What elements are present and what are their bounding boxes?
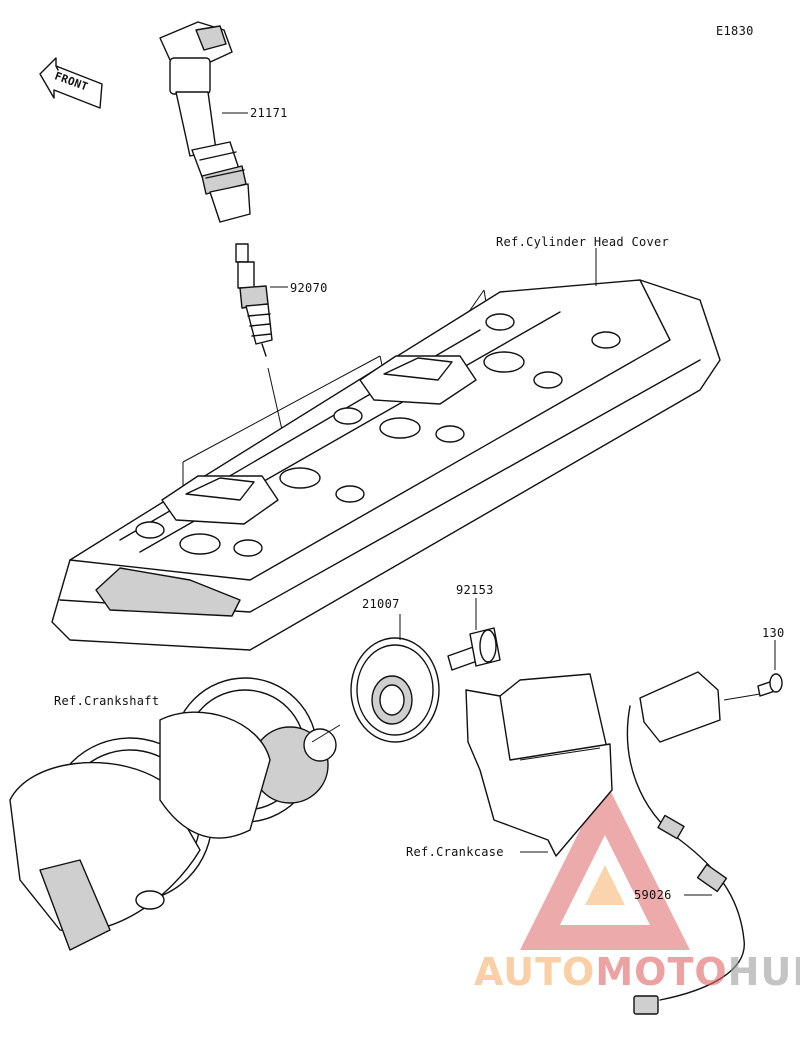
crankcase-drawing	[465, 673, 613, 857]
label-leader-lines	[222, 112, 776, 896]
crankshaft-sensor-drawing	[626, 671, 745, 1015]
watermark-part1: AUTO	[474, 950, 596, 994]
watermark-part2: MOTO	[595, 950, 728, 994]
ignition-coil-drawing	[159, 21, 251, 223]
watermark-logo-triangle	[520, 780, 690, 950]
part-label-59026: 59026	[634, 888, 672, 902]
front-arrow-icon	[39, 57, 103, 109]
part-label-21171: 21171	[250, 106, 288, 120]
diagram-code: E1830	[716, 24, 754, 38]
part-label-21007: 21007	[362, 597, 400, 611]
spark-plug-drawing	[235, 243, 273, 357]
crankshaft-drawing	[9, 677, 337, 951]
ref-label-crankcase: Ref.Crankcase	[406, 845, 504, 859]
part-label-92153: 92153	[456, 583, 494, 597]
part-label-130: 130	[762, 626, 785, 640]
rotor-drawing	[311, 637, 440, 743]
rotor-bolt-drawing	[447, 627, 501, 671]
watermark-part3: HUB	[727, 950, 800, 994]
sensor-bolt-drawing	[723, 673, 783, 701]
cylinder-head-cover-drawing	[51, 279, 721, 651]
ref-label-cylinder-head-cover: Ref.Cylinder Head Cover	[496, 235, 670, 249]
ref-label-crankshaft: Ref.Crankshaft	[54, 694, 160, 708]
part-label-92070: 92070	[290, 281, 328, 295]
watermark-text: AUTOMOTOHUB	[474, 950, 800, 994]
